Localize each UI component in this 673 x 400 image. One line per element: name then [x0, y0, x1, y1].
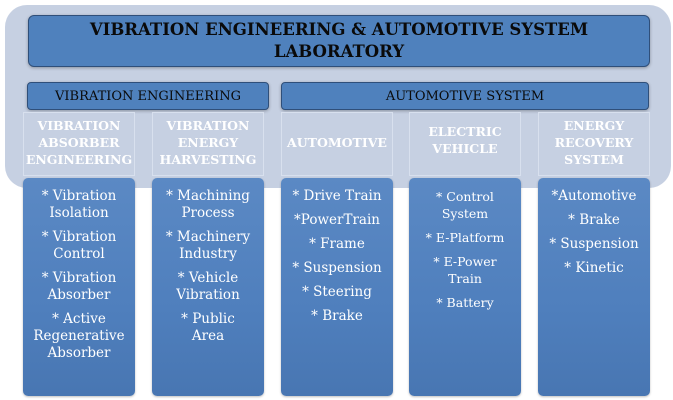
list-item: * Vibration Absorber [41, 270, 117, 303]
items-automotive: * Drive Train *PowerTrain * Frame * Susp… [281, 178, 393, 396]
list-item: * Kinetic [564, 260, 624, 276]
list-item: * Drive Train [292, 188, 382, 204]
list-item: * E-Platform [425, 230, 505, 245]
list-item: * Machining Process [166, 188, 250, 221]
list-item: * Active Regenerative Absorber [33, 311, 125, 361]
list-item: * Suspension [292, 260, 382, 276]
category-label: VIBRATION ABSORBER ENGINEERING [25, 118, 133, 167]
list-item: * Brake [568, 212, 620, 228]
section-vibration-engineering: VIBRATION ENGINEERING [27, 82, 269, 110]
list-item: * Frame [309, 236, 365, 252]
items-vibration-absorber-engineering: * Vibration Isolation * Vibration Contro… [23, 178, 135, 396]
list-item: * Control System [436, 189, 494, 221]
items-energy-recovery-system: *Automotive * Brake * Suspension * Kinet… [538, 178, 650, 396]
list-item: * Public Area [181, 311, 235, 344]
list-item: * Brake [311, 308, 363, 324]
section-label: VIBRATION ENGINEERING [55, 88, 241, 104]
lab-title: VIBRATION ENGINEERING & AUTOMOTIVE SYSTE… [89, 20, 589, 61]
list-item: * Machinery Industry [165, 229, 251, 262]
category-vibration-energy-harvesting: VIBRATION ENERGY HARVESTING [152, 112, 264, 176]
list-item: *Automotive [551, 188, 637, 204]
category-label: ELECTRIC VEHICLE [428, 124, 502, 156]
category-label: AUTOMOTIVE [287, 134, 387, 150]
items-electric-vehicle: * Control System * E-Platform * E-Power … [409, 178, 521, 396]
list-item: * Vehicle Vibration [176, 270, 240, 303]
category-label: ENERGY RECOVERY SYSTEM [554, 118, 634, 167]
items-vibration-energy-harvesting: * Machining Process * Machinery Industry… [152, 178, 264, 396]
category-automotive: AUTOMOTIVE [281, 112, 393, 176]
list-item: * Vibration Isolation [41, 188, 117, 221]
list-item: * Vibration Control [41, 229, 117, 262]
lab-title-box: VIBRATION ENGINEERING & AUTOMOTIVE SYSTE… [28, 15, 650, 67]
category-energy-recovery-system: ENERGY RECOVERY SYSTEM [538, 112, 650, 176]
list-item: * Suspension [549, 236, 639, 252]
category-electric-vehicle: ELECTRIC VEHICLE [409, 112, 521, 176]
section-automotive-system: AUTOMOTIVE SYSTEM [281, 82, 649, 110]
list-item: * Battery [436, 295, 494, 310]
list-item: * Steering [302, 284, 372, 300]
category-label: VIBRATION ENERGY HARVESTING [159, 118, 257, 167]
section-label: AUTOMOTIVE SYSTEM [385, 88, 545, 104]
list-item: * E-Power Train [433, 254, 497, 286]
list-item: *PowerTrain [294, 212, 380, 228]
category-vibration-absorber-engineering: VIBRATION ABSORBER ENGINEERING [23, 112, 135, 176]
